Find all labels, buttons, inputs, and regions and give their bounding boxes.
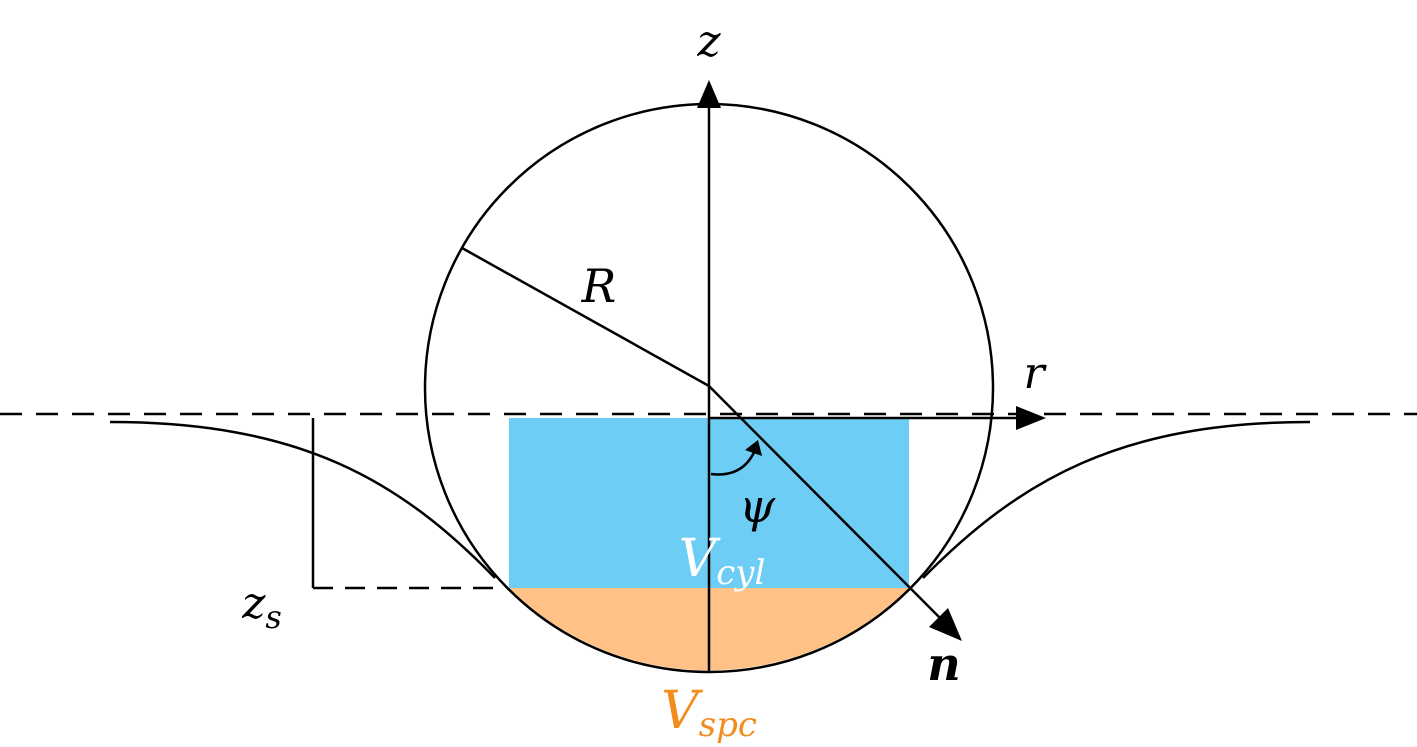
normal-vector-line — [708, 385, 945, 623]
spherical-cap-volume-sub: spc — [699, 705, 757, 745]
meniscus-left-curve — [109, 420, 496, 579]
r-axis-arrowhead — [1016, 406, 1046, 430]
cylinder-volume-label: Vcyl — [679, 529, 766, 593]
psi-arc-arrowhead — [745, 440, 762, 456]
z-axis-arrowhead — [697, 80, 721, 108]
depth-label: zs — [241, 578, 282, 636]
spherical-cap-volume-label: Vspc — [661, 681, 757, 745]
meniscus-right-curve — [922, 420, 1311, 579]
normal-label: n — [927, 637, 960, 691]
radius-line — [461, 246, 710, 388]
normal-vector-arrowhead — [929, 608, 962, 641]
psi-angle-label: ψ — [739, 479, 776, 533]
z-axis-label: z — [696, 16, 721, 67]
cylinder-volume-main: V — [679, 529, 721, 589]
cylinder-volume-sub: cyl — [716, 553, 765, 593]
depth-label-sub: s — [265, 598, 281, 636]
depth-label-main: z — [241, 578, 266, 629]
r-axis-label: r — [1023, 348, 1047, 399]
radius-label: R — [581, 259, 617, 313]
spherical-cap-volume-main: V — [661, 681, 703, 741]
